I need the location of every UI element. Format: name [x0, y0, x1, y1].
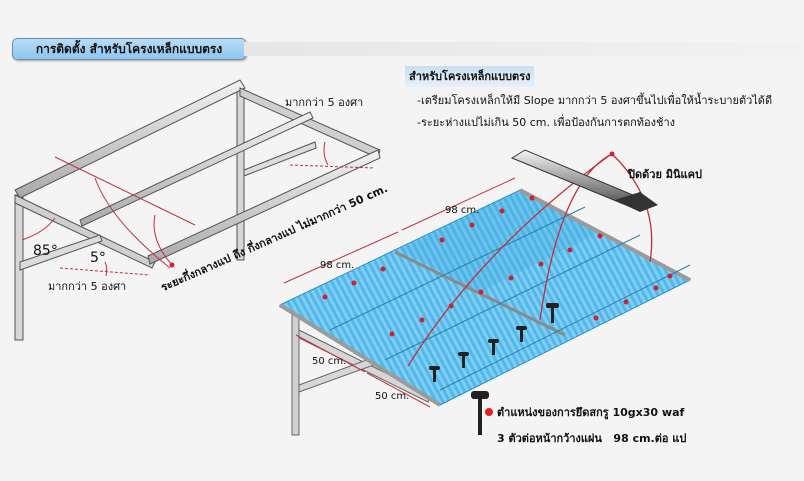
slope-label-top: มากกว่า 5 องศา	[285, 96, 364, 109]
info-line-slope: -เตรียมโครงเหล็กให้มี Slope มากกว่า 5 อง…	[417, 94, 773, 107]
cap-label: ปิดด้วย มินิแคป	[628, 168, 702, 181]
spacing-label-upper: 50 cm.	[312, 356, 347, 367]
info-box: สำหรับโครงเหล็กแบบตรง -เตรียมโครงเหล็กให…	[405, 65, 785, 131]
info-line-spacing: -ระยะห่างแปไม่เกิน 50 cm. เพื่อป้องกันกา…	[417, 116, 676, 129]
steel-frame-drawing	[14, 79, 381, 341]
title-rule	[244, 42, 800, 56]
angle-5-label: 5°	[90, 250, 106, 266]
roof-sheet-drawing	[278, 149, 692, 436]
page-title: การติดตั้ง สำหรับโครงเหล็กแบบตรง	[12, 38, 246, 60]
legend-row-count: 3 ตัวต่อหน้ากว้างแผ่น 98 cm.ต่อ แป	[485, 429, 686, 447]
width-label-top: 98 cm.	[445, 205, 480, 216]
width-label-left: 98 cm.	[320, 260, 355, 271]
screw-legend: ตำแหน่งของการยึดสกรู 10gx30 waf 3 ตัวต่อ…	[485, 403, 686, 455]
legend-screw-count: 3 ตัวต่อหน้ากว้างแผ่น 98 cm.ต่อ แป	[497, 432, 687, 445]
angle-85-label: 85°	[33, 243, 58, 259]
spacing-label-lower: 50 cm.	[375, 391, 410, 402]
info-heading: สำหรับโครงเหล็กแบบตรง	[405, 66, 535, 87]
red-dot-marker-icon	[485, 408, 493, 416]
slope-label-bottom: มากกว่า 5 องศา	[48, 280, 127, 293]
legend-row-position: ตำแหน่งของการยึดสกรู 10gx30 waf	[485, 403, 686, 421]
legend-screw-position: ตำแหน่งของการยึดสกรู 10gx30 waf	[497, 406, 685, 419]
